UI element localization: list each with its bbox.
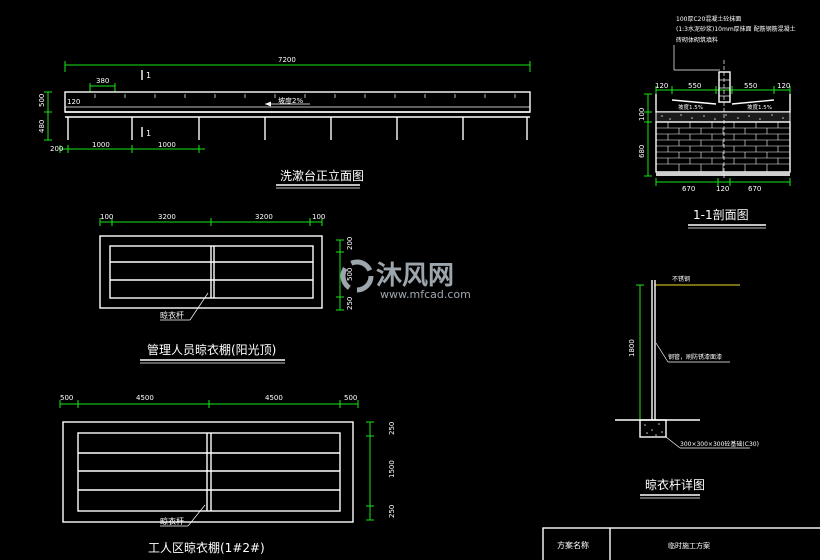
worker-dim-c: 4500 — [265, 394, 283, 402]
pole-detail-title: 晾衣杆详图 — [645, 477, 705, 492]
section-title: 1-1剖面图 — [693, 208, 749, 222]
pole-detail-view: 不锈钢 1800 钢管，刷防锈漆面漆 300×300×300砼基础(C30) 晾… — [615, 275, 759, 499]
worker-rack-view: 500 4500 4500 500 250 1500 250 晾衣杆 工人区晾衣… — [59, 394, 396, 555]
watermark-url: www.mfcad.com — [380, 288, 471, 301]
basin-legs — [67, 117, 528, 140]
watermark-brand: 沐风网 — [376, 261, 454, 291]
titleblock-project-label: 方案名称 — [557, 540, 589, 550]
concrete-slab — [655, 111, 791, 123]
section-height-b: 680 — [638, 145, 646, 158]
pole-base-note: 300×300×300砼基础(C30) — [680, 440, 759, 448]
title-block: 方案名称 临时施工方案 — [542, 527, 820, 560]
manager-rack-outer — [99, 235, 323, 309]
section-dim-mid-left: 550 — [688, 82, 701, 90]
section-view: 100厚C20混凝土砼抹面 (1:3水泥砂浆)10mm厚抹面 配筋钢筋混凝土 砖… — [638, 15, 796, 229]
elevation-left-dim: 120 — [67, 98, 80, 106]
elevation-view: 7200 1 1 380 — [38, 56, 531, 189]
manager-side-c: 250 — [346, 297, 354, 310]
manager-dim-b: 3200 — [158, 213, 176, 221]
manager-dim-a: 100 — [100, 213, 113, 221]
spacing-dim: 380 — [96, 77, 109, 85]
section-dim-mid-right: 550 — [744, 82, 757, 90]
faucet-row — [94, 94, 516, 98]
manager-side-a: 200 — [346, 237, 354, 250]
elevation-height-dim2: 480 — [38, 120, 46, 133]
elevation-bottom-dim-b: 1000 — [92, 141, 110, 149]
foundation-stipple — [644, 423, 663, 436]
section-note-3: 砖砌体砌筑填料 — [676, 36, 718, 44]
section-dim-left: 120 — [655, 82, 668, 90]
section-bottom-right: 670 — [748, 185, 761, 193]
concrete-stipple — [661, 114, 784, 120]
elevation-height-dim: 500 — [38, 94, 46, 107]
section-faucet — [718, 71, 731, 103]
worker-side-a: 250 — [388, 422, 396, 435]
worker-dim-a: 500 — [60, 394, 73, 402]
watermark: 沐风网 www.mfcad.com — [340, 259, 471, 301]
worker-pole-label: 晾衣杆 — [160, 516, 184, 526]
worker-rack-title: 工人区晾衣棚(1#2#) — [148, 540, 265, 555]
section-height-a: 100 — [638, 108, 646, 121]
manager-dim-c: 3200 — [255, 213, 273, 221]
section-bottom-mid: 120 — [716, 185, 729, 193]
section-mark-bottom: 1 — [146, 129, 151, 138]
pole-label-top: 不锈钢 — [672, 275, 690, 283]
worker-side-b: 1500 — [388, 460, 396, 478]
pole-height: 1800 — [628, 339, 636, 357]
elevation-slope-note: 坡度2% — [278, 96, 303, 105]
section-note-2: (1:3水泥砂浆)10mm厚抹面 配筋钢筋混凝土 — [676, 25, 796, 33]
elevation-total-dim: 7200 — [278, 56, 296, 64]
manager-rack-view: 100 3200 3200 100 200 500 250 晾衣杆 管理人员晾衣… — [99, 213, 354, 364]
pole-foundation — [639, 419, 667, 438]
elevation-bottom-dim-a: 200 — [50, 145, 63, 153]
brick-pattern — [656, 122, 790, 172]
worker-dim-b: 4500 — [136, 394, 154, 402]
section-note-1: 100厚C20混凝土砼抹面 — [676, 15, 741, 23]
pole-label-mid: 钢管，刷防锈漆面漆 — [668, 353, 722, 361]
manager-rack-title: 管理人员晾衣棚(阳光顶) — [147, 342, 276, 357]
worker-rack-outer — [62, 421, 354, 523]
section-slope-left: 坡度1.5% — [678, 103, 703, 111]
worker-dim-d: 500 — [344, 394, 357, 402]
section-mark-top: 1 — [146, 71, 151, 80]
worker-side-c: 250 — [388, 505, 396, 518]
manager-pole-label: 晾衣杆 — [160, 310, 184, 320]
elevation-bottom-dim-c: 1000 — [158, 141, 176, 149]
titleblock-project-value: 临时施工方案 — [668, 541, 710, 550]
section-slope-right: 坡度1.5% — [747, 103, 772, 111]
section-bottom-left: 670 — [682, 185, 695, 193]
manager-side-b: 500 — [346, 268, 354, 281]
section-dim-right: 120 — [777, 82, 790, 90]
elevation-title: 洗漱台正立面图 — [280, 168, 364, 183]
manager-dim-d: 100 — [312, 213, 325, 221]
worker-rack-frame — [77, 432, 341, 512]
section-footing — [656, 172, 790, 176]
